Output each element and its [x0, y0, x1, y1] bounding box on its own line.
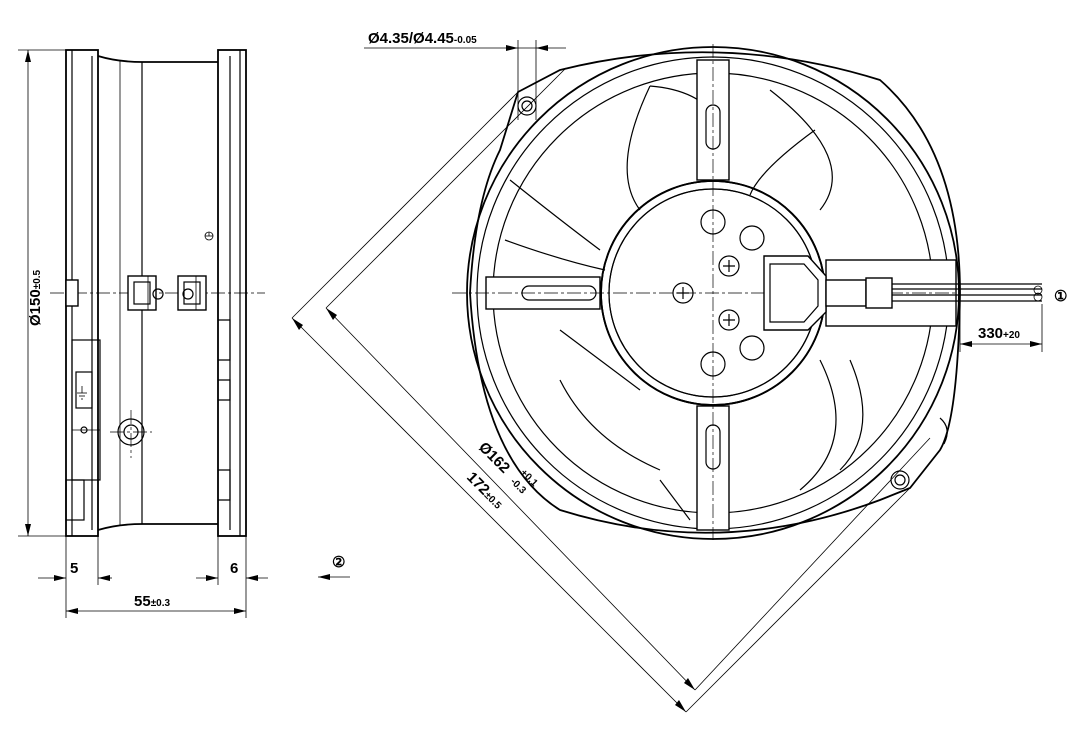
dimension-150: Ø150±0.5 — [18, 49, 66, 537]
dim-6-label: 6 — [230, 560, 238, 577]
lead-length-label: 330 — [978, 325, 1003, 342]
small-ground-icon — [204, 231, 214, 241]
svg-text:Ø150±0.5: Ø150±0.5 — [27, 269, 44, 326]
callout-2: ② — [318, 554, 350, 580]
svg-text:55±0.3: 55±0.3 — [134, 593, 171, 610]
dimension-lead: 330+20 — [959, 304, 1043, 352]
dim-172-tol: ±0.5 — [482, 490, 504, 512]
dim-162-label: Ø162 — [475, 439, 513, 477]
front-view — [452, 44, 1043, 540]
callout-2-label: ② — [332, 554, 345, 571]
side-view — [50, 49, 265, 537]
svg-text:330+20: 330+20 — [978, 325, 1020, 342]
hole-dia-label: Ø4.35/Ø4.45 — [368, 30, 454, 47]
dimension-bottom: 5 6 55±0.3 — [38, 536, 268, 618]
dim-150-label: Ø150 — [27, 289, 44, 326]
dimension-hole: Ø4.35/Ø4.45-0.05 — [364, 30, 566, 120]
hole-dia-tol: -0.05 — [454, 35, 477, 46]
callout-1-label: ① — [1054, 288, 1067, 305]
ground-icon — [77, 386, 87, 400]
dim-55-tol: ±0.3 — [151, 598, 171, 609]
dim-55-label: 55 — [134, 593, 151, 610]
dim-150-tol: ±0.5 — [32, 269, 43, 289]
lead-length-tol: +20 — [1003, 330, 1020, 341]
svg-text:Ø4.35/Ø4.45-0.05: Ø4.35/Ø4.45-0.05 — [368, 30, 477, 47]
dimension-diagonal: Ø162 +0.1 -0.3 172±0.5 — [291, 67, 931, 713]
svg-text:Ø162: Ø162 — [475, 439, 513, 477]
dim-5-label: 5 — [70, 560, 78, 577]
